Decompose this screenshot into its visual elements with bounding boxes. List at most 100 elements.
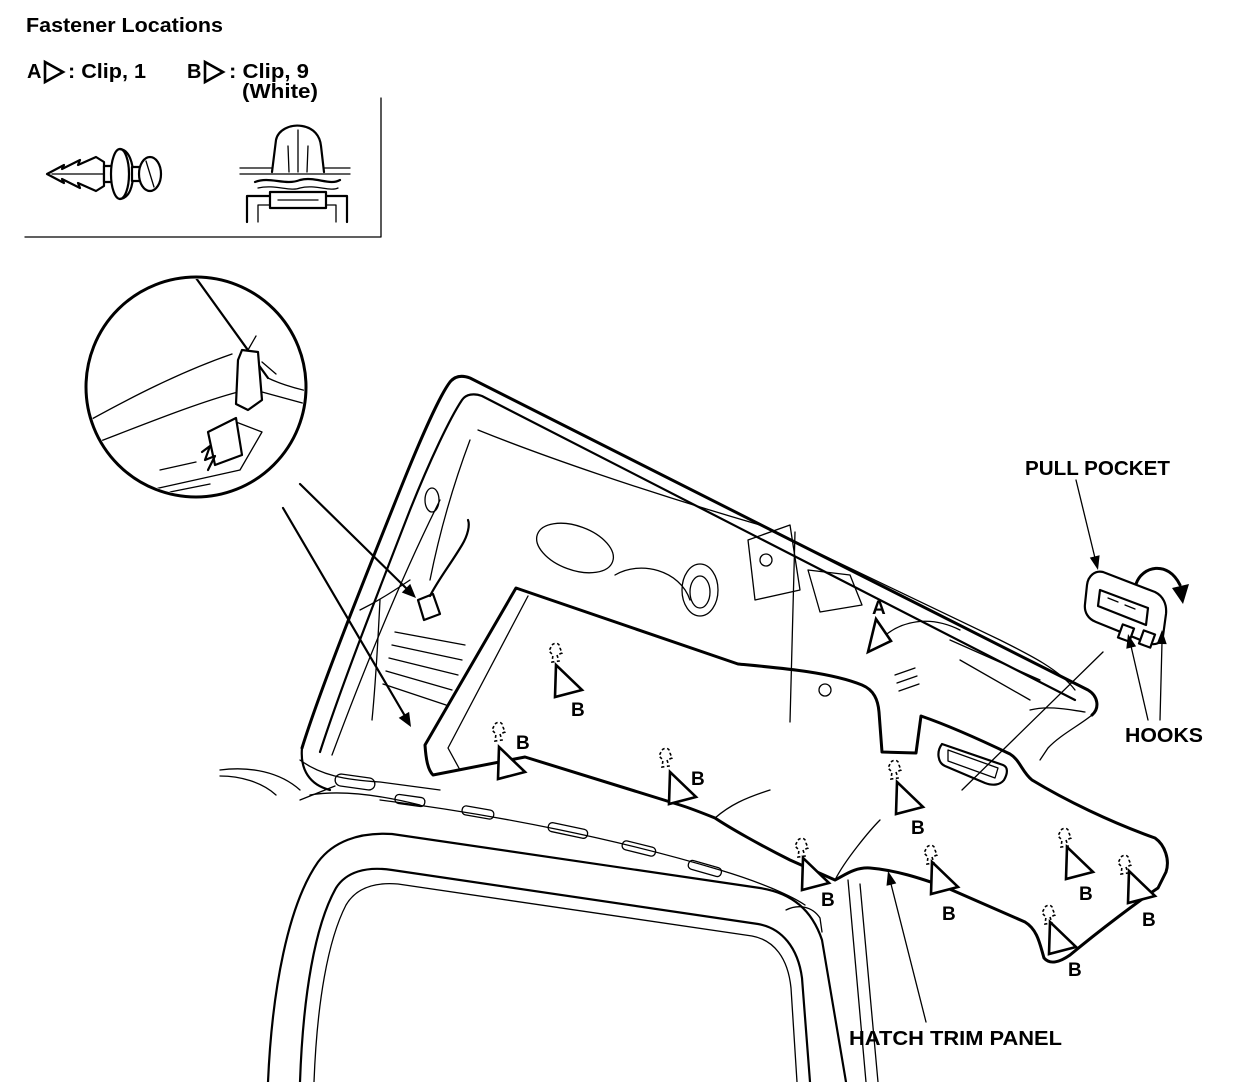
trim-panel-outline	[423, 586, 1169, 964]
clip-b-hidden-outline	[1041, 904, 1057, 925]
clip-a-triangle-icon	[866, 615, 893, 655]
weatherstrip-clip	[547, 822, 589, 839]
fastener-b: B	[923, 844, 961, 925]
clip-b-triangle-icon	[1126, 868, 1158, 905]
hatch-left-inner-line	[331, 499, 441, 756]
outline-triangle-icon	[203, 59, 226, 85]
fastener-label: B	[516, 733, 530, 754]
detail-clip-body-lower	[206, 416, 244, 467]
trim-panel-crease	[834, 819, 881, 881]
fastener-label: B	[691, 769, 705, 790]
hatch-harness-connector	[416, 592, 442, 622]
hatch-support-line	[789, 531, 796, 723]
hatch-trim-panel-leader	[890, 883, 927, 1023]
magnified-detail-content	[89, 279, 304, 495]
weatherstrip-clip	[687, 859, 723, 878]
clip-b-hidden-outline	[1057, 827, 1073, 848]
weatherstrip-line	[379, 799, 806, 906]
detail-panel-curve-upper	[89, 353, 233, 421]
trim-panel-hole	[818, 683, 832, 697]
detail-clip-body-upper	[234, 348, 264, 412]
hatch-vent-lines	[894, 667, 920, 692]
hatch-stamping-oval-inner	[689, 575, 711, 609]
detail-clip-teeth	[200, 444, 217, 472]
clip-b-flange-upper	[253, 177, 342, 184]
clip-a-head-slot	[145, 160, 155, 188]
weatherstrip-clip	[461, 805, 495, 820]
clip-b-hidden-outline	[1117, 854, 1133, 875]
hooks-leader	[1130, 645, 1149, 721]
clip-b-hidden-outline	[923, 844, 939, 865]
fastener-label: A	[872, 598, 886, 619]
clip-b-hidden-outline	[548, 642, 564, 663]
clip-b-hidden-outline	[794, 837, 810, 858]
hooks-leader	[1159, 641, 1163, 721]
pull-pocket-location-line	[961, 651, 1104, 791]
tailgate-opening-outer	[266, 832, 848, 1082]
body-lower-line	[309, 792, 421, 806]
fastener-label: B	[821, 890, 835, 911]
hatch-right-lines	[949, 639, 1041, 701]
hatch-inner-edge	[318, 393, 1077, 754]
hatch-harness-wire	[428, 518, 470, 598]
fastener-label: B	[1079, 884, 1093, 905]
arrowhead-icon	[1172, 584, 1189, 604]
removal-direction-arrow-icon	[1134, 566, 1182, 587]
clip-b-trim-panel-edge	[239, 167, 351, 175]
fastener-label: B	[1068, 960, 1082, 981]
detail-pointer-line-upper	[298, 482, 410, 592]
hatch-stamping-oval	[536, 522, 614, 574]
clip-b-dome	[270, 124, 326, 174]
arrowhead-icon	[1089, 555, 1100, 570]
clip-b-triangle-icon	[553, 662, 585, 699]
clip-b-bracket-inner	[257, 204, 337, 223]
d-pillar-corner	[785, 906, 823, 933]
pull-pocket-recess	[937, 742, 1008, 786]
clip-b-triangle-icon	[496, 744, 528, 781]
hatch-lower-edge	[299, 759, 441, 791]
magnifier-circle	[84, 275, 308, 499]
fastener-label: B	[942, 904, 956, 925]
hatch-right-stamping	[1029, 707, 1086, 713]
pull-pocket-hook	[1137, 629, 1157, 649]
body-side-line	[219, 768, 301, 791]
hatch-stamping-curve	[614, 567, 691, 601]
arrowhead-icon	[1126, 634, 1137, 649]
hatch-stamping-oval	[681, 563, 719, 617]
hatch-outer-edge	[300, 374, 1099, 750]
fastener-b: B	[887, 759, 926, 839]
legend-clip-a-letter: A	[27, 61, 41, 83]
hatch-left-ribs	[382, 631, 466, 706]
clip-b-hidden-outline	[887, 759, 903, 780]
clip-b-illustration	[239, 124, 351, 224]
fastener-b: B	[548, 642, 585, 721]
hatch-inner-frame-upper	[477, 429, 1076, 691]
clip-b-triangle-icon	[667, 769, 699, 806]
trim-panel-crease	[714, 789, 771, 819]
legend-title: Fastener Locations	[26, 15, 223, 37]
fastener-label: B	[571, 700, 585, 721]
hatch-trim-panel	[423, 531, 1169, 964]
pull-pocket-label: PULL POCKET	[1025, 458, 1170, 480]
fastener-b: B	[658, 747, 705, 806]
clip-b-hidden-outline	[491, 721, 507, 742]
pull-pocket-detail	[1107, 597, 1136, 610]
hatch-latch-hole	[759, 553, 773, 567]
gas-strut-end	[334, 773, 376, 791]
legend-clip-b-letter: B	[187, 61, 201, 83]
clip-b-triangle-icon	[1064, 844, 1096, 881]
fastener-label: B	[911, 818, 925, 839]
pull-pocket-opening	[1096, 588, 1150, 627]
weatherstrip-clip	[394, 793, 426, 808]
hatch-latch-plate	[747, 524, 801, 601]
hatch-left-curve	[359, 579, 411, 611]
fastener-b: B	[1117, 854, 1158, 931]
fastener-label: B	[1142, 910, 1156, 931]
clip-a-flange	[109, 147, 131, 201]
arrowhead-icon	[1156, 630, 1167, 645]
clip-b-hidden-outline	[658, 747, 674, 768]
pull-pocket-leader	[1075, 479, 1096, 559]
hatch-access-hole	[424, 487, 440, 513]
legend-box-border	[24, 97, 382, 238]
